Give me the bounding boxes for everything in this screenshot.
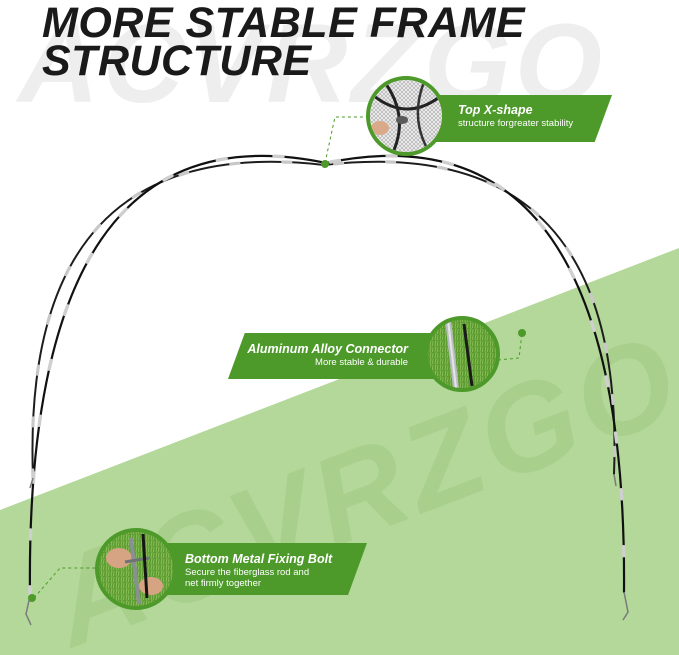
callout-bot-title: Bottom Metal Fixing Bolt — [185, 552, 333, 566]
callout-top-description: structure forgreater stability — [458, 118, 574, 129]
connector-closeup-photo — [424, 316, 500, 392]
callout-bot-description-1: Secure the fiberglass rod and — [185, 567, 310, 578]
bottom-bolt-dot — [28, 594, 36, 602]
leader-bot — [33, 567, 96, 599]
callout-mid-description: More stable & durable — [315, 357, 408, 368]
callout-top-title: Top X-shape — [458, 103, 533, 117]
top-joint-dot — [321, 160, 329, 168]
leader-mid — [497, 332, 523, 361]
x-shape-closeup-photo — [366, 76, 446, 156]
fixing-bolt-closeup-photo — [95, 528, 177, 610]
ground-stakes — [25, 473, 629, 626]
headline-line-1: MORE STABLE FRAME — [42, 0, 526, 47]
leader-lines — [33, 116, 523, 599]
callout-mid-title: Aluminum Alloy Connector — [247, 342, 408, 356]
callout-bot-description-2: net firmly together — [185, 578, 262, 589]
callout-aluminum-connector: Aluminum Alloy Connector More stable & d… — [228, 333, 438, 379]
headline-line-2: STRUCTURE — [42, 37, 312, 85]
callout-top-x-shape: Top X-shape structure forgreater stabili… — [420, 95, 612, 142]
mid-connector-dot — [518, 329, 526, 337]
